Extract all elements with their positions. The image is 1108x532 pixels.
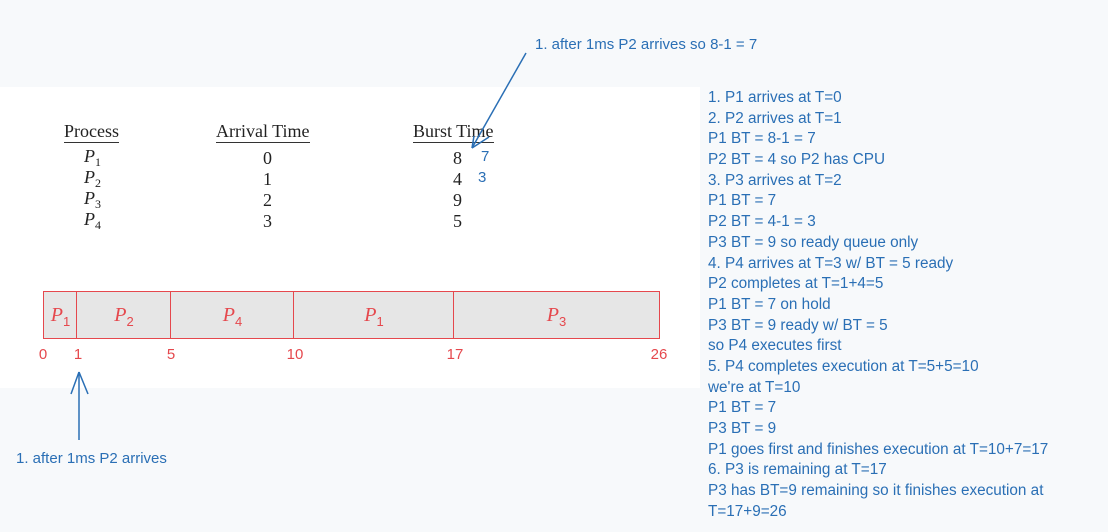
tick-17: 17 [446,346,464,363]
process-cell: P4 [84,209,101,232]
burst-annotation: 7 [481,148,490,165]
process-cell: P1 [84,146,101,169]
tick-5: 5 [166,346,176,363]
burst-cell: 5 [453,211,462,231]
arrival-cell: 0 [263,148,272,168]
step-line: P3 BT = 9 ready w/ BT = 5 [708,316,888,334]
step-line: P2 completes at T=1+4=5 [708,275,884,293]
step-line: 5. P4 completes execution at T=5+5=10 [708,357,979,375]
process-cell: P2 [84,167,101,190]
step-line: so P4 executes first [708,337,842,355]
header-burst-time: Burst Time [413,121,494,143]
step-line: 3. P3 arrives at T=2 [708,171,842,189]
burst-cell: 9 [453,190,462,210]
burst-annotation: 3 [478,169,487,186]
step-line: P3 BT = 9 [708,420,777,437]
top-annotation: 1. after 1ms P2 arrives so 8-1 = 7 [535,36,758,53]
burst-cell: 8 [453,148,462,168]
gantt-segment-p1: P1 [293,291,455,339]
arrival-cell: 3 [263,211,272,231]
step-line: P1 goes first and finishes execution at … [708,440,1049,458]
arrival-cell: 2 [263,190,272,210]
gantt-segment-p4: P4 [170,291,295,339]
step-line: 4. P4 arrives at T=3 w/ BT = 5 ready [708,254,954,272]
gantt-segment-p2: P2 [76,291,172,339]
step-line: we're at T=10 [708,378,801,396]
tick-1: 1 [73,346,83,363]
step-line: P1 BT = 7 [708,192,777,210]
header-arrival-time: Arrival Time [216,121,310,143]
tick-0: 0 [38,346,48,363]
gantt-segment-p1: P1 [43,291,78,339]
step-line: 1. P1 arrives at T=0 [708,89,842,106]
gantt-segment-p3: P3 [453,291,660,339]
explanation-steps: 1. P1 arrives at T=0 2. P2 arrives at T=… [708,88,1048,522]
step-line: P3 has BT=9 remaining so it finishes exe… [708,482,1044,500]
step-line: P1 BT = 7 on hold [708,295,831,313]
step-line: P2 BT = 4 so P2 has CPU [708,151,885,169]
step-line: P3 BT = 9 so ready queue only [708,233,919,251]
step-line: 6. P3 is remaining at T=17 [708,461,887,479]
bottom-annotation: 1. after 1ms P2 arrives [16,450,167,467]
tick-10: 10 [286,346,304,363]
arrival-cell: 1 [263,169,272,189]
step-line: T=17+9=26 [708,502,787,520]
header-process: Process [64,121,119,143]
step-line: P2 BT = 4-1 = 3 [708,213,816,231]
tick-26: 26 [650,346,668,363]
burst-cell: 4 [453,169,462,189]
gantt-chart: P1 P2 P4 P1 P3 [43,291,660,341]
step-line: 2. P2 arrives at T=1 [708,109,842,127]
process-cell: P3 [84,188,101,211]
step-line: P1 BT = 7 [708,399,777,417]
step-line: P1 BT = 8-1 = 7 [708,130,816,148]
